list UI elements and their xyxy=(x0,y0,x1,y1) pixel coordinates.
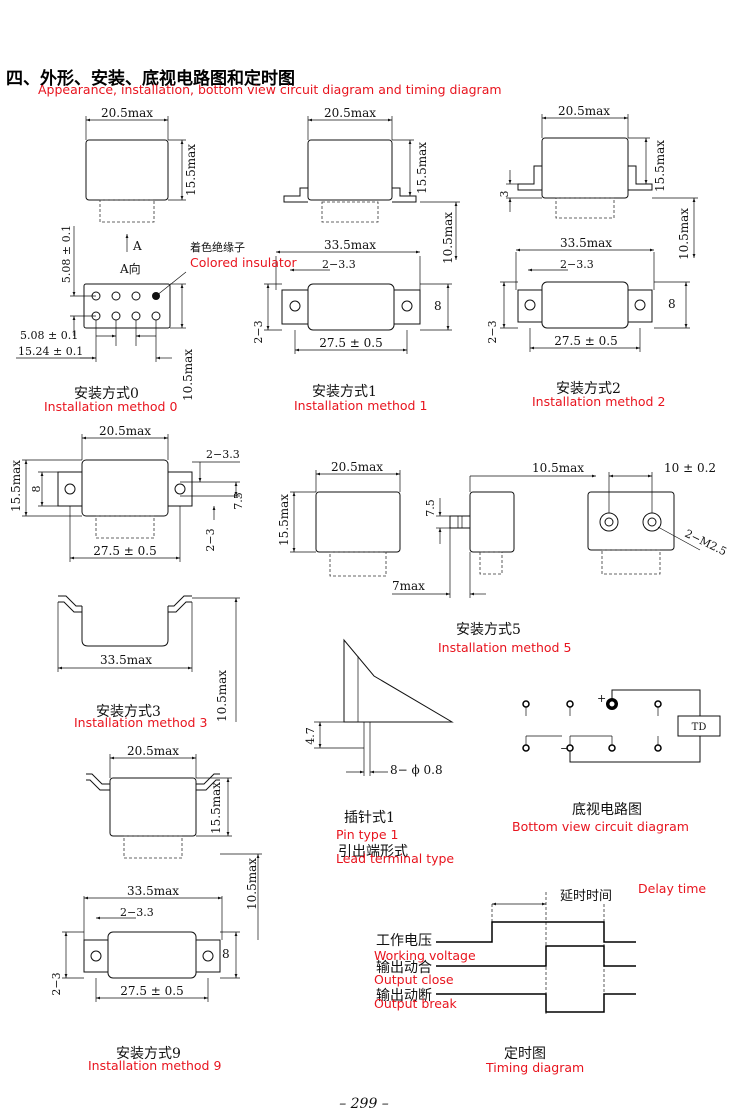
bottom-view-caption: Bottom view circuit diagram xyxy=(512,819,689,834)
svg-text:插针式1: 插针式1 xyxy=(344,810,395,826)
svg-text:7.5: 7.5 xyxy=(424,499,437,517)
svg-text:+: + xyxy=(597,692,606,705)
method-9-view: 20.5max 15.5max 33.5max 2−3.3 8 2−3 27.5 xyxy=(50,744,262,1062)
svg-text:8− ϕ 0.8: 8− ϕ 0.8 xyxy=(390,763,443,777)
svg-text:输出动合: 输出动合 xyxy=(376,960,432,976)
svg-text:底视电路图: 底视电路图 xyxy=(572,802,642,818)
method-5-view: 20.5max 15.5max 20.5max 10.5max 7.5 7max xyxy=(277,460,729,638)
method-3-caption: Installation method 3 xyxy=(74,715,208,730)
output-break-label: Output break xyxy=(374,996,457,1011)
svg-text:27.5 ± 0.5: 27.5 ± 0.5 xyxy=(120,984,184,998)
svg-text:A向: A向 xyxy=(119,261,141,276)
svg-text:2−3: 2−3 xyxy=(486,320,499,343)
bottom-view-circuit: + − TD 底视电路图 xyxy=(522,689,721,818)
svg-text:安装方式0: 安装方式0 xyxy=(74,386,139,402)
method-5-caption: Installation method 5 xyxy=(438,640,572,655)
svg-text:2−M2.5: 2−M2.5 xyxy=(683,527,729,558)
svg-text:2−3.3: 2−3.3 xyxy=(120,906,154,919)
svg-text:8: 8 xyxy=(30,486,43,493)
svg-text:10 ± 0.2: 10 ± 0.2 xyxy=(664,461,716,475)
svg-text:27.5 ± 0.5: 27.5 ± 0.5 xyxy=(319,336,383,350)
method-1-view: 20.5max 15.5max 33.5max 2−3.3 8 2−3 27.5… xyxy=(252,106,460,400)
svg-text:15.5max: 15.5max xyxy=(653,140,667,192)
page-title: 四、外形、安装、底视电路图和定时图 xyxy=(6,69,295,89)
method-2-caption: Installation method 2 xyxy=(532,394,666,409)
method-9-caption: Installation method 9 xyxy=(88,1058,222,1073)
svg-text:2−3: 2−3 xyxy=(50,972,63,995)
svg-text:2−3: 2−3 xyxy=(204,528,217,551)
svg-text:20.5max: 20.5max xyxy=(324,106,376,120)
svg-text:27.5 ± 0.5: 27.5 ± 0.5 xyxy=(93,544,157,558)
delay-time-label: Delay time xyxy=(638,881,707,896)
svg-text:20.5max: 20.5max xyxy=(101,106,153,120)
working-voltage-label: Working voltage xyxy=(374,948,476,963)
svg-text:10.5max: 10.5max xyxy=(181,349,195,401)
svg-text:TD: TD xyxy=(692,722,707,733)
svg-text:2−3.3: 2−3.3 xyxy=(322,258,356,271)
svg-text:输出动断: 输出动断 xyxy=(376,988,432,1004)
timing-diagram: 延时时间 工作电压 输出动合 输出动断 定时图 xyxy=(376,889,636,1062)
svg-text:10.5max: 10.5max xyxy=(441,212,455,264)
svg-text:33.5max: 33.5max xyxy=(560,236,612,250)
svg-text:33.5max: 33.5max xyxy=(100,653,152,667)
svg-text:15.5max: 15.5max xyxy=(9,460,23,512)
svg-text:33.5max: 33.5max xyxy=(127,884,179,898)
lead-type-caption: Lead terminal type xyxy=(336,851,455,866)
svg-text:10.5max: 10.5max xyxy=(215,670,229,722)
svg-text:A: A xyxy=(132,239,142,253)
pin-type-caption: Pin type 1 xyxy=(336,827,399,842)
page-title-en: Appearance, installation, bottom view ci… xyxy=(38,82,502,97)
svg-text:8: 8 xyxy=(668,297,676,311)
output-close-label: Output close xyxy=(374,972,454,987)
svg-text:10.5max: 10.5max xyxy=(677,208,691,260)
svg-text:安装方式9: 安装方式9 xyxy=(116,1046,181,1062)
timing-caption: Timing diagram xyxy=(486,1060,585,1075)
method-1-caption: Installation method 1 xyxy=(294,398,428,413)
page-number: – 299 – xyxy=(339,1096,389,1112)
svg-text:33.5max: 33.5max xyxy=(324,238,376,252)
method-0-view: 20.5max 15.5max A A向 着色绝缘子 5.08 ± 0.1 5.… xyxy=(16,106,245,402)
svg-text:工作电压: 工作电压 xyxy=(376,933,432,949)
svg-text:20.5max: 20.5max xyxy=(99,424,151,438)
svg-text:20.5max: 20.5max xyxy=(127,744,179,758)
svg-text:15.5max: 15.5max xyxy=(184,144,198,196)
svg-text:7max: 7max xyxy=(392,579,425,593)
svg-text:3: 3 xyxy=(498,191,511,198)
svg-text:着色绝缘子: 着色绝缘子 xyxy=(190,240,245,254)
svg-text:安装方式3: 安装方式3 xyxy=(96,704,161,720)
method-2-view: 20.5max 3 15.5max 33.5max 2−3.3 8 2−3 xyxy=(486,104,698,397)
svg-text:8: 8 xyxy=(434,299,442,313)
svg-text:5.08 ± 0.1: 5.08 ± 0.1 xyxy=(60,225,73,283)
svg-text:10.5max: 10.5max xyxy=(532,461,584,475)
svg-text:延时时间: 延时时间 xyxy=(560,889,612,904)
svg-text:安装方式2: 安装方式2 xyxy=(556,381,621,397)
method-3-view: 20.5max 15.5max 8 2−3.3 7.5 2−3 27.5 ± 0… xyxy=(9,424,245,722)
svg-text:15.24 ± 0.1: 15.24 ± 0.1 xyxy=(18,345,83,358)
svg-text:10.5max: 10.5max xyxy=(245,858,259,910)
svg-text:7.5: 7.5 xyxy=(232,492,245,510)
svg-text:15.5max: 15.5max xyxy=(415,142,429,194)
svg-text:引出端形式: 引出端形式 xyxy=(338,844,408,860)
method-0-caption: Installation method 0 xyxy=(44,399,178,414)
insulator-label-en: Colored insulator xyxy=(190,255,297,270)
svg-text:8: 8 xyxy=(222,947,230,961)
svg-text:27.5 ± 0.5: 27.5 ± 0.5 xyxy=(554,334,618,348)
svg-text:20.5max: 20.5max xyxy=(331,460,383,474)
svg-text:安装方式1: 安装方式1 xyxy=(312,384,377,400)
svg-text:4.7: 4.7 xyxy=(304,727,317,745)
pin-type-view: 4.7 8− ϕ 0.8 插针式1 引出端形式 xyxy=(304,638,454,860)
svg-text:−: − xyxy=(560,742,569,755)
svg-text:20.5max: 20.5max xyxy=(558,104,610,118)
svg-text:15.5max: 15.5max xyxy=(209,782,223,834)
svg-text:2−3.3: 2−3.3 xyxy=(560,258,594,271)
svg-text:2−3: 2−3 xyxy=(252,320,265,343)
svg-text:2−3.3: 2−3.3 xyxy=(206,448,240,461)
svg-text:安装方式5: 安装方式5 xyxy=(456,622,521,638)
svg-text:定时图: 定时图 xyxy=(504,1046,546,1062)
svg-text:15.5max: 15.5max xyxy=(277,494,291,546)
svg-text:5.08 ± 0.1: 5.08 ± 0.1 xyxy=(20,329,78,342)
